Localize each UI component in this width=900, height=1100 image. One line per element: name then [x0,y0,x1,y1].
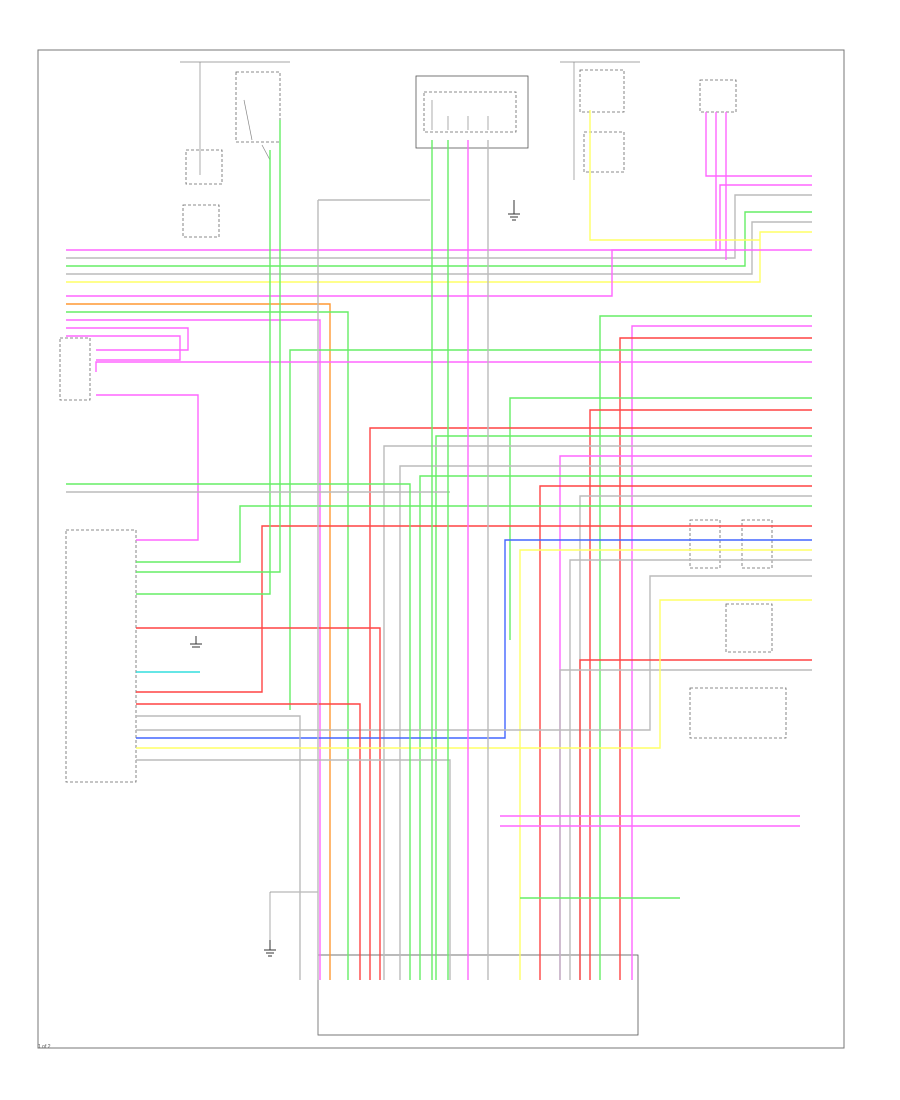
wire [66,184,812,251]
wire [66,221,812,275]
wire [66,335,181,361]
wire-group [66,110,812,980]
wire [66,303,331,980]
wire [579,659,812,980]
top-left-switch [180,61,290,238]
top-right-components [560,61,737,180]
page-footer: 1 of 2 [38,1044,51,1050]
right-side-components [689,519,787,739]
ground-symbols [190,200,520,957]
top-center-module [415,75,529,149]
wire [399,465,812,980]
wire [136,759,451,980]
diagram-frame [37,49,845,1049]
wire [519,549,812,980]
wire [136,599,812,749]
wire [289,349,812,710]
wire [95,361,812,372]
wire [559,669,812,980]
wire [369,427,812,980]
wire [383,445,812,980]
wire [66,311,349,980]
wire [96,394,199,541]
wire [136,703,361,980]
wire [136,715,301,980]
wire [599,315,812,980]
wire [66,194,812,259]
wire [569,559,812,980]
wire [66,231,812,283]
wire [705,112,812,177]
wire [589,409,812,980]
wire [136,539,812,739]
wire [136,120,281,573]
wire [559,455,812,980]
wire [136,505,812,563]
wire [66,249,812,297]
wire [136,627,381,980]
wire [136,575,812,731]
wire [509,397,812,640]
bottom-control-module [269,891,639,1036]
wire [631,325,812,980]
wire [419,475,812,980]
wire [66,327,189,351]
wire [435,435,812,980]
wire [66,483,411,980]
wire [136,150,271,595]
wire [66,319,321,980]
left-connector [59,337,137,783]
wire [136,525,812,693]
wire [66,211,812,267]
wire [619,337,812,980]
wire [589,110,760,241]
